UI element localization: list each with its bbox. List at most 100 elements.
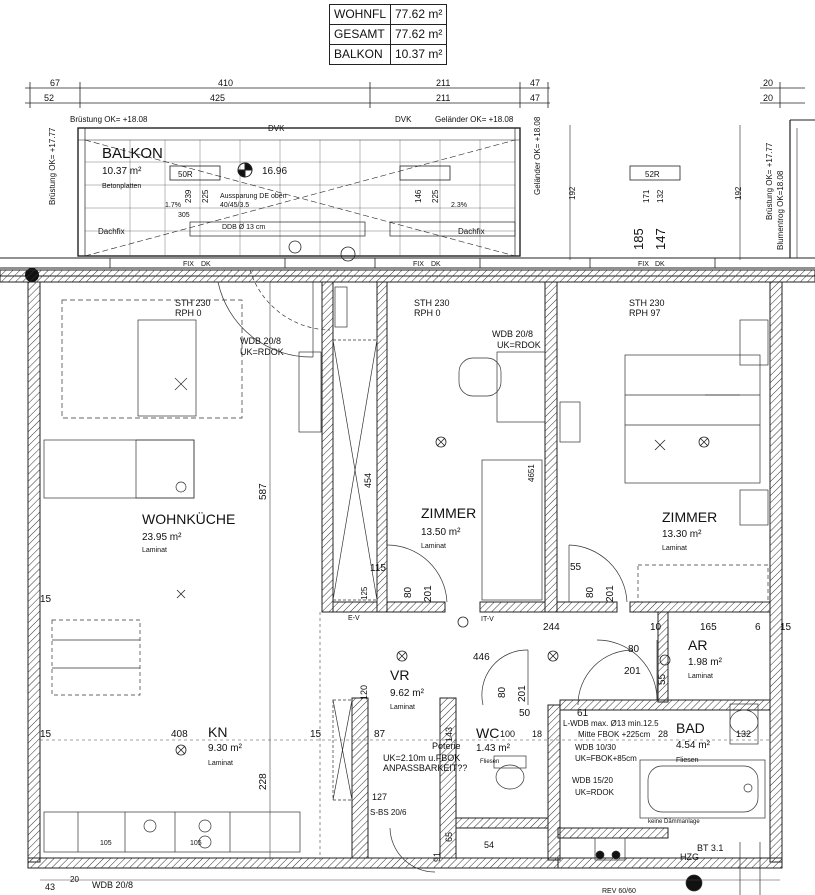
- dim-80-a: 80: [403, 586, 414, 598]
- dim-91: 91: [432, 852, 442, 862]
- dim-18: 18: [532, 729, 542, 739]
- dim-165: 165: [700, 622, 717, 633]
- room-area: 13.30 m²: [662, 529, 702, 540]
- dim-244: 244: [543, 622, 560, 633]
- room-floor: Laminat: [662, 545, 687, 552]
- dim-15-a: 15: [40, 594, 52, 605]
- balcony-ddb: DDB Ø 13 cm: [222, 224, 265, 231]
- dim-171: 171: [642, 189, 651, 203]
- room-floor: Laminat: [390, 704, 415, 711]
- balcony-dachfix-right: Dachfix: [458, 227, 485, 236]
- balcony-railing-left: Brüstung OK= +18.08: [70, 115, 148, 124]
- room-rph: RPH 97: [629, 308, 661, 318]
- window-fix-2: FIX: [413, 261, 424, 268]
- dim-587: 587: [258, 483, 269, 500]
- plan-notes: WDB 20/8 UK=RDOK WDB 20/8 UK=RDOK Poteri…: [92, 329, 723, 895]
- balcony-right-vertical-note: Geländer OK= +18.08: [533, 116, 542, 195]
- dim-65: 65: [444, 832, 454, 842]
- note-poterie: Poterie: [432, 741, 461, 751]
- dim-146: 146: [414, 189, 423, 203]
- room-floor: Laminat: [142, 547, 167, 554]
- dim-top-52: 52: [44, 93, 54, 103]
- balcony-slope-right: 2.3%: [451, 202, 467, 209]
- dim-225-b: 225: [201, 189, 210, 203]
- dim-80-d: 80: [628, 644, 640, 655]
- room-ar: AR 1.98 m² Laminat: [688, 637, 723, 680]
- room-name: WC: [476, 725, 499, 741]
- dim-201-c: 201: [517, 685, 528, 702]
- dim-125: 125: [360, 586, 369, 600]
- note-anpass: ANPASSBARKEIT??: [383, 763, 467, 773]
- reference-lines: [40, 282, 780, 881]
- room-floor: Laminat: [208, 760, 233, 767]
- room-name: ZIMMER: [421, 505, 476, 521]
- right-balcony-edge: [569, 119, 815, 260]
- dim-top-211a: 211: [436, 78, 450, 88]
- room-area: 9.30 m²: [208, 743, 243, 754]
- exterior-walls: [0, 269, 815, 869]
- room-name: VR: [390, 667, 409, 683]
- dim-228: 228: [258, 773, 269, 790]
- room-sth: STH 230: [629, 298, 665, 308]
- note-rev: REV 60/60: [602, 888, 636, 895]
- note-ukfbok: UK=2.10m u.FBOK: [383, 753, 460, 763]
- dim-143: 143: [444, 727, 454, 742]
- room-name: AR: [688, 637, 707, 653]
- window-fix-1: FIX: [183, 261, 194, 268]
- room-floor: Fliesen: [480, 759, 499, 765]
- dim-185: 185: [631, 228, 646, 250]
- area-row-balkon: BALKON 10.37 m²: [329, 44, 448, 65]
- window-dk-1: DK: [201, 261, 211, 268]
- room-sth: STH 230: [175, 298, 211, 308]
- balcony-aussparung: Aussparung DE oben: [220, 193, 287, 200]
- area-summary-table: WOHNFL 77.62 m² GESAMT 77.62 m² BALKON 1…: [329, 4, 448, 65]
- dim-top-425: 425: [210, 93, 225, 103]
- balcony-aussparung-dim: 40/45/3.5: [220, 202, 249, 209]
- note-wdb-bad: L-WDB max. Ø13 min.12.5: [563, 719, 659, 728]
- dim-28: 28: [658, 729, 668, 739]
- dim-6: 6: [755, 622, 761, 633]
- dim-132: 132: [736, 729, 751, 739]
- balcony-area: 10.37 m²: [102, 166, 142, 177]
- room-bad: BAD 4.54 m² Fliesen: [676, 720, 711, 764]
- dim-20: 20: [70, 875, 79, 884]
- room-area: 9.62 m²: [390, 688, 425, 699]
- room-vr: VR 9.62 m² Laminat: [390, 667, 425, 711]
- balcony: [77, 127, 681, 262]
- dim-120: 120: [359, 685, 369, 700]
- dim-239: 239: [184, 189, 193, 203]
- dim-54: 54: [484, 840, 494, 850]
- plan-dimensions: 587 454 4651 408 15 15 15 87 446 244 165…: [40, 464, 792, 892]
- furniture: [43, 286, 769, 895]
- dim-55-b: 55: [657, 673, 668, 685]
- room-area: 1.98 m²: [688, 657, 723, 668]
- dim-192-b: 192: [734, 186, 743, 200]
- balcony-dvk-a: DVK: [268, 124, 285, 133]
- note-wdb-left: WDB 20/8: [240, 336, 281, 346]
- dim-61: 61: [577, 708, 589, 719]
- note-sbs: S-BS 20/6: [370, 808, 407, 817]
- dim-408: 408: [171, 729, 188, 740]
- balcony-name: BALKON: [102, 145, 163, 162]
- balcony-floor: Betonplatten: [102, 183, 141, 190]
- room-name: KN: [208, 724, 227, 740]
- dim-132: 132: [656, 189, 665, 203]
- dim-80-c: 80: [497, 686, 508, 698]
- dim-201-b: 201: [605, 585, 616, 602]
- balcony-dim-305: 305: [178, 212, 190, 219]
- dim-201-d: 201: [624, 666, 641, 677]
- note-ev: E-V: [348, 615, 360, 622]
- area-value: 10.37 m²: [389, 44, 448, 65]
- dim-192-a: 192: [568, 186, 577, 200]
- dim-15-b: 15: [40, 729, 52, 740]
- dim-top-211b: 211: [436, 93, 450, 103]
- dim-115: 115: [370, 563, 386, 574]
- balcony-level: 16.96: [262, 166, 287, 177]
- top-dimension-lines: [25, 82, 805, 108]
- room-area: 13.50 m²: [421, 527, 461, 538]
- room-area: 23.95 m²: [142, 532, 182, 543]
- dim-446: 446: [473, 652, 490, 663]
- room-wc: WC 1.43 m² Fliesen: [476, 725, 511, 765]
- door-swings: [217, 269, 658, 873]
